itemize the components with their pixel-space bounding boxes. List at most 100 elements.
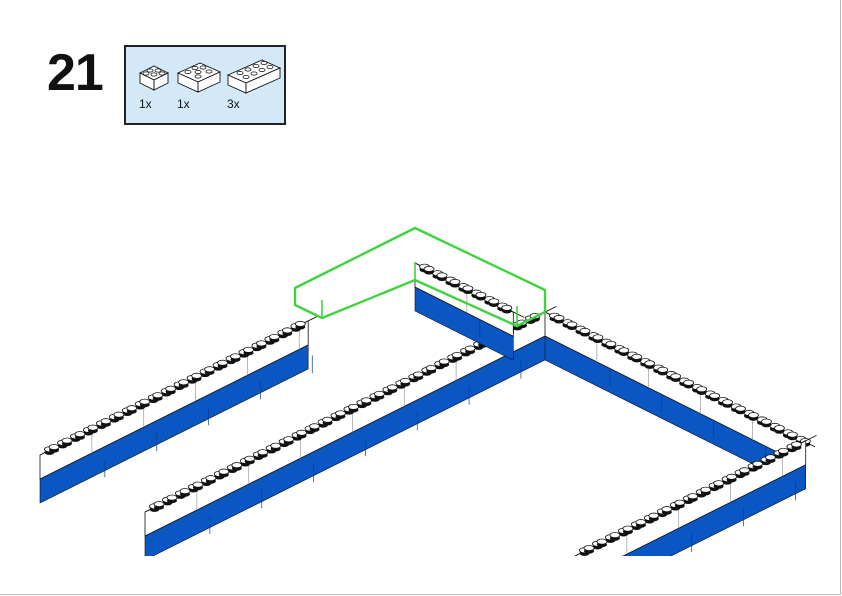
stud	[596, 538, 608, 545]
stud	[256, 340, 267, 347]
stud	[592, 334, 604, 341]
stud	[231, 462, 243, 469]
stud	[165, 385, 177, 392]
stud	[152, 392, 164, 399]
stud	[449, 278, 461, 285]
stud	[683, 379, 695, 386]
stud	[709, 392, 720, 399]
stud	[386, 384, 398, 391]
stud	[579, 327, 591, 334]
part-brick-2x4-icon	[226, 57, 282, 95]
stud	[100, 418, 112, 425]
stud	[425, 364, 437, 371]
stud	[774, 425, 785, 432]
stud	[217, 359, 228, 366]
stud	[726, 473, 738, 480]
stud	[752, 460, 763, 467]
stud	[399, 377, 411, 384]
stud	[462, 285, 474, 292]
inner-left-wall	[144, 306, 557, 556]
stud	[294, 320, 306, 327]
stud	[179, 488, 191, 495]
stud	[178, 379, 190, 386]
stud	[335, 410, 346, 417]
stud	[583, 545, 595, 552]
stud	[765, 454, 776, 461]
stud	[661, 506, 673, 513]
stud	[348, 403, 359, 410]
stud	[61, 437, 73, 444]
stud	[605, 340, 617, 347]
step-number: 21	[47, 44, 104, 102]
stud	[735, 405, 746, 412]
stud	[269, 333, 280, 340]
stud	[361, 397, 372, 404]
stud	[553, 314, 565, 321]
stud	[791, 441, 802, 448]
stud	[153, 501, 165, 508]
stud	[87, 424, 99, 431]
parts-list-callout: 1x 1x 3x	[124, 45, 286, 125]
part-quantity: 3x	[227, 97, 240, 111]
stud	[412, 371, 424, 378]
stud	[74, 431, 86, 438]
stud	[230, 353, 241, 360]
stud	[696, 386, 708, 393]
stud	[635, 519, 647, 526]
stud	[644, 360, 656, 367]
stud	[257, 449, 269, 456]
stud	[786, 431, 798, 438]
stud	[464, 345, 476, 352]
stud	[126, 405, 138, 412]
stud	[218, 468, 230, 475]
inner-right-wall	[544, 311, 816, 491]
stud	[670, 373, 682, 380]
stud	[438, 358, 450, 365]
part-quantity: 1x	[139, 97, 152, 111]
stud	[322, 416, 333, 423]
stud	[748, 412, 759, 419]
stud	[475, 291, 487, 298]
part-brick-2x2-icon	[138, 61, 172, 95]
blue-brick-course	[622, 464, 807, 556]
stud	[48, 444, 60, 451]
stud	[657, 366, 669, 373]
stud	[283, 436, 295, 443]
stud	[761, 418, 772, 425]
stud	[687, 493, 699, 500]
outer-left-wall	[39, 315, 320, 504]
stud	[204, 366, 215, 373]
stud	[566, 321, 578, 328]
part-quantity: 1x	[177, 97, 190, 111]
stud	[166, 494, 178, 501]
stud	[618, 347, 630, 354]
stud	[191, 372, 203, 379]
stud	[423, 265, 435, 272]
stud	[700, 486, 712, 493]
stud	[296, 429, 308, 436]
stud	[374, 390, 385, 397]
stud	[113, 411, 125, 418]
new-bricks-highlight	[293, 226, 547, 328]
front-right-wall	[574, 435, 817, 556]
stud	[722, 399, 733, 406]
stud	[270, 442, 282, 449]
stud	[713, 480, 725, 487]
stud	[778, 447, 789, 454]
stud	[609, 532, 621, 539]
stud	[281, 327, 293, 334]
stud	[244, 455, 256, 462]
stud	[205, 475, 217, 482]
stud	[674, 499, 686, 506]
stud	[139, 398, 151, 405]
stud	[243, 346, 254, 353]
stud	[501, 304, 513, 311]
stud	[451, 351, 463, 358]
stud	[436, 272, 448, 279]
new-brick-group	[293, 226, 547, 328]
stud	[309, 423, 320, 430]
brick-walls	[39, 262, 817, 556]
stud	[631, 353, 643, 360]
